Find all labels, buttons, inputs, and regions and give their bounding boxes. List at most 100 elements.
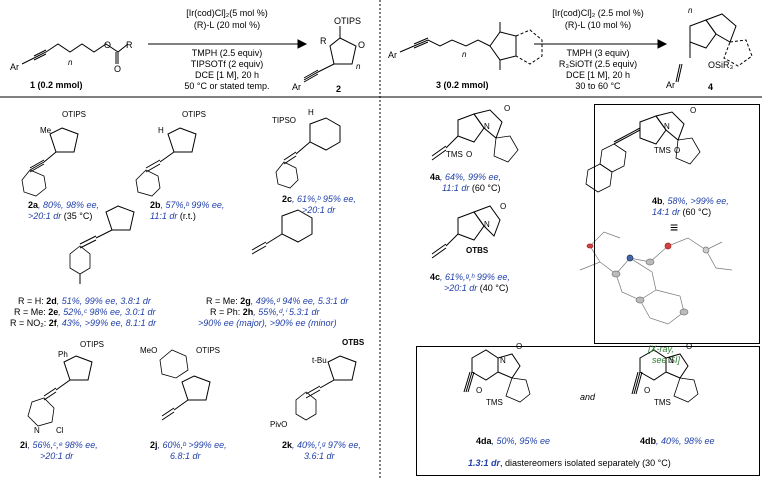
4b-caption-line2: 14:1 dr (60 °C) (652, 207, 712, 217)
left-reagent-5: DCE [1 M], 20 h (194, 70, 260, 80)
2h-caption-line2: >90% ee (major), >90% ee (minor) (198, 318, 337, 328)
compound-4d-box (416, 346, 760, 476)
sm-1-o2-label: O (114, 64, 122, 74)
product-2-label: 2 (336, 84, 342, 94)
2a-caption-line1: 2a, 80%, 98% ee, (28, 200, 100, 210)
2c-caption-line1: 2c, 61%,ᵇ 95% ee, (282, 194, 356, 204)
right-reagent-6: 30 to 60 °C (575, 81, 621, 91)
4db-n-label: N (668, 356, 674, 365)
product-4-n-label: n (688, 6, 693, 15)
compound-4b-box (594, 104, 760, 344)
2i-cl-label: Cl (56, 426, 64, 435)
2d-2f-structure (69, 205, 135, 284)
2b-otips-label: OTIPS (182, 110, 207, 119)
product-2-n-label: n (356, 62, 361, 71)
equivalence-symbol: ≡ (670, 219, 679, 235)
4c-structure (431, 205, 501, 259)
left-arrow-head (297, 39, 308, 49)
and-word: and (580, 392, 596, 402)
4a-structure (431, 109, 519, 163)
sm-1-o-label: O (104, 40, 112, 50)
2i-caption-line2: >20:1 dr (40, 451, 74, 461)
xray-note-line1: [X-ray, (648, 344, 674, 354)
4db-caption: 4db, 40%, 98% ee (640, 436, 715, 446)
sm-1-structure (21, 43, 129, 65)
4a-o-label: O (466, 150, 473, 159)
left-reagent-6: 50 °C or stated temp. (184, 81, 270, 91)
2i-ph-label: Ph (58, 350, 68, 359)
product-4-ar-label: Ar (666, 80, 675, 90)
right-reagent-1: [Ir(cod)Cl]₂ (2.5 mol %) (552, 8, 644, 18)
left-reagent-4: TIPSOTf (2 equiv) (190, 59, 264, 69)
left-reagent-1: [Ir(cod)Cl]₂(5 mol %) (186, 8, 268, 18)
4db-tms-label: TMS (654, 398, 671, 407)
sm-3-structure (399, 22, 543, 70)
4da-tms-label: TMS (486, 398, 503, 407)
right-reagent-4: R₃SiOTf (2.5 equiv) (558, 59, 638, 69)
4a-caption-line1: 4a, 64%, 99% ee, (430, 172, 502, 182)
product-2-r-label: R (320, 36, 327, 46)
4db-oxo-label: O (686, 342, 693, 351)
4c-oxo-label: O (500, 202, 507, 211)
2a-otips-label: OTIPS (62, 110, 87, 119)
2b-caption-line2: 11:1 dr (r.t.) (150, 211, 196, 221)
2d-caption: R = H: 2d, 51%, 99% ee, 3.8:1 dr (18, 296, 151, 306)
4da-structure (463, 349, 531, 403)
2j-caption-line1: 2j, 60%,ᵇ >99% ee, (150, 440, 227, 450)
4b-n-label: N (664, 122, 670, 131)
right-reagent-3: TMPH (3 equiv) (566, 48, 630, 58)
2e-caption: R = Me: 2e, 52%,ᶜ 98% ee, 3.0:1 dr (14, 307, 156, 317)
2c-h-label: H (308, 108, 314, 117)
4da-o-label: O (476, 386, 483, 395)
2a-me-label: Me (40, 126, 52, 135)
4a-n-label: N (484, 122, 490, 131)
right-reagent-2: (R)-L (10 mol %) (564, 20, 632, 30)
xray-structure (579, 231, 733, 325)
sm-3-label: 3 (0.2 mmol) (436, 80, 489, 90)
sm-3-n-label: n (462, 50, 467, 59)
product-2-otips-label: OTIPS (334, 16, 362, 26)
2k-pivo-label: PivO (270, 420, 288, 429)
4c-otbs-label: OTBS (466, 246, 489, 255)
4c-n-label: N (484, 220, 490, 229)
4da-oxo-label: O (516, 342, 523, 351)
2k-caption-line2: 3.6:1 dr (304, 451, 335, 461)
4db-structure (631, 349, 699, 403)
4da-caption: 4da, 50%, 95% ee (476, 436, 551, 446)
2k-structure (295, 355, 357, 421)
4c-caption-line2: >20:1 dr (40 °C) (444, 283, 509, 293)
2a-caption-line2: >20:1 dr (35 °C) (28, 211, 93, 221)
4b-tms-label: TMS (654, 146, 671, 155)
product-4-structure (675, 13, 753, 83)
2g-caption: R = Me: 2g, 49%,ᵈ 94% ee, 5.3:1 dr (206, 296, 349, 306)
2k-otbs-label: OTBS (342, 338, 365, 347)
2i-n-label: N (34, 426, 40, 435)
product-4-label: 4 (708, 82, 714, 92)
2i-structure (27, 355, 93, 427)
sm-1-n-label: n (68, 58, 73, 67)
2c-structure (275, 117, 341, 189)
left-reagent-3: TMPH (2.5 equiv) (191, 48, 263, 58)
4db-o-label: O (644, 386, 651, 395)
4b-o-label: O (674, 146, 681, 155)
4a-tms-label: TMS (446, 150, 463, 159)
sm-1-r-label: R (126, 40, 133, 50)
4da-n-label: N (500, 356, 506, 365)
product-2-o-label: O (358, 40, 366, 50)
2j-otips-label: OTIPS (196, 346, 221, 355)
2g-2h-structure (251, 209, 313, 255)
2a-structure (21, 127, 79, 197)
diastereomer-note: 1.3:1 dr, diastereomers isolated separat… (468, 458, 671, 468)
xray-note-line2: see SI] (652, 355, 681, 365)
2b-structure (135, 127, 197, 197)
2c-tipso-label: TIPSO (272, 116, 297, 125)
4c-caption-line1: 4c, 61%,ᵍ,ʰ 99% ee, (430, 272, 510, 282)
sm-1-ar-label: Ar (10, 62, 19, 72)
sm-1-label: 1 (0.2 mmol) (30, 80, 83, 90)
4b-oxo-label: O (690, 106, 697, 115)
4b-structure (585, 111, 701, 193)
product-2-ar-label: Ar (292, 82, 301, 92)
2c-caption-line2: >20:1 dr (302, 205, 336, 215)
sm-3-ar-label: Ar (388, 50, 397, 60)
